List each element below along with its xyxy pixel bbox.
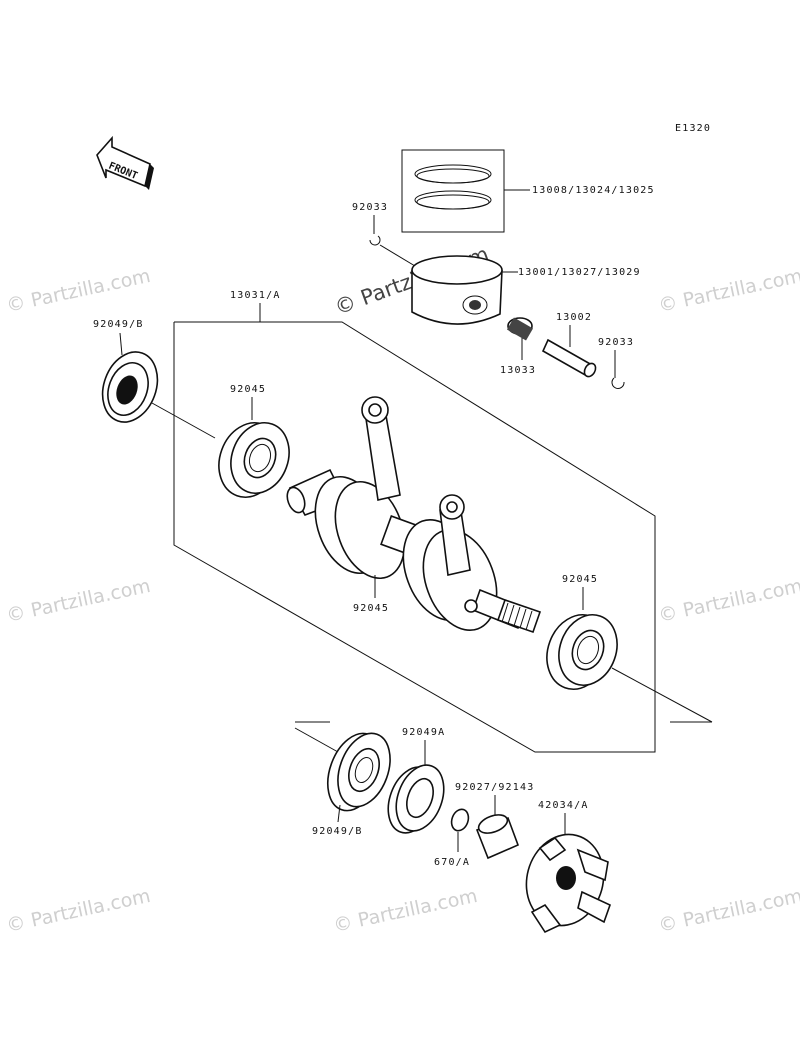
label-clip-right: 92033 [598, 337, 634, 348]
label-piston-pin: 13002 [556, 312, 592, 323]
needle-bearing [506, 317, 534, 341]
label-rings: 13008/13024/13025 [532, 185, 655, 196]
piston-pin [541, 338, 597, 378]
label-bearing-left: 92045 [230, 384, 266, 395]
label-crankshaft-assy: 13031/A [230, 290, 281, 301]
circlip-right-icon [611, 377, 625, 389]
piston [411, 255, 503, 325]
label-oil-seal-left: 92049/B [93, 319, 144, 330]
label-piston: 13001/13027/13029 [518, 267, 641, 278]
oil-seal-a [387, 764, 445, 834]
bearing-right [546, 614, 618, 690]
label-bearing-center: 92045 [353, 603, 389, 614]
label-oil-seal-bottom: 92049/B [312, 826, 363, 837]
label-oring: 670/A [434, 857, 470, 868]
label-collar: 92027/92143 [455, 782, 534, 793]
collar [475, 814, 520, 860]
label-needle-bearing: 13033 [500, 365, 536, 376]
diagram-code: E1320 [675, 123, 711, 134]
oil-seal-bottom [327, 732, 391, 812]
crankshaft [286, 396, 542, 634]
bearing-left [218, 422, 290, 498]
watermark-7: © Partzilla.com [656, 885, 800, 937]
watermark-4: © Partzilla.com [656, 575, 800, 627]
label-bearing-right: 92045 [562, 574, 598, 585]
oring [450, 808, 470, 832]
watermark-3: © Partzilla.com [4, 575, 152, 627]
watermark-2: © Partzilla.com [656, 265, 800, 317]
watermark-6: © Partzilla.com [331, 885, 479, 937]
front-arrow-icon: FRONT [96, 135, 154, 190]
label-coupling: 42034/A [538, 800, 589, 811]
label-clip-top: 92033 [352, 202, 388, 213]
watermark-5: © Partzilla.com [4, 885, 152, 937]
piston-rings [401, 149, 530, 233]
crankshaft-assy-outline [173, 303, 656, 753]
oil-seal-left [101, 351, 159, 423]
circlip-top-icon [369, 235, 381, 246]
watermark-1: © Partzilla.com [4, 265, 152, 317]
label-oil-seal-a: 92049A [402, 727, 445, 738]
coupling [525, 833, 611, 934]
